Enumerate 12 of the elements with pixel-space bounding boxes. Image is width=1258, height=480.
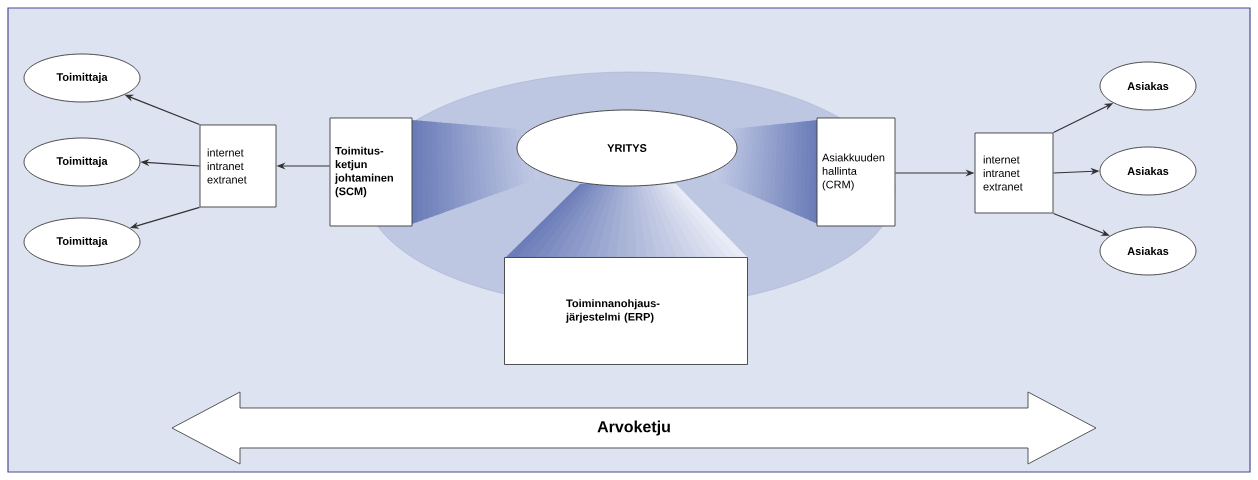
ellipse-node: Asiakas bbox=[1099, 226, 1197, 276]
process-box: internet intranet extranet bbox=[199, 124, 277, 208]
ellipse-node: Asiakas bbox=[1099, 146, 1197, 196]
process-box: Asiakkuuden hallinta (CRM) bbox=[816, 117, 896, 227]
ellipse-node: YRITYS bbox=[516, 109, 738, 187]
ellipse-node: Asiakas bbox=[1099, 61, 1197, 111]
process-box: internet intranet extranet bbox=[974, 132, 1054, 214]
process-box: Toimitus- ketjun johtaminen (SCM) bbox=[329, 117, 413, 227]
ellipse-node: Toimittaja bbox=[23, 53, 141, 103]
ellipse-node: Toimittaja bbox=[23, 217, 141, 267]
ellipse-node: Toimittaja bbox=[23, 137, 141, 187]
process-box: Toiminnanohjaus- järjestelmi (ERP) bbox=[504, 257, 748, 365]
